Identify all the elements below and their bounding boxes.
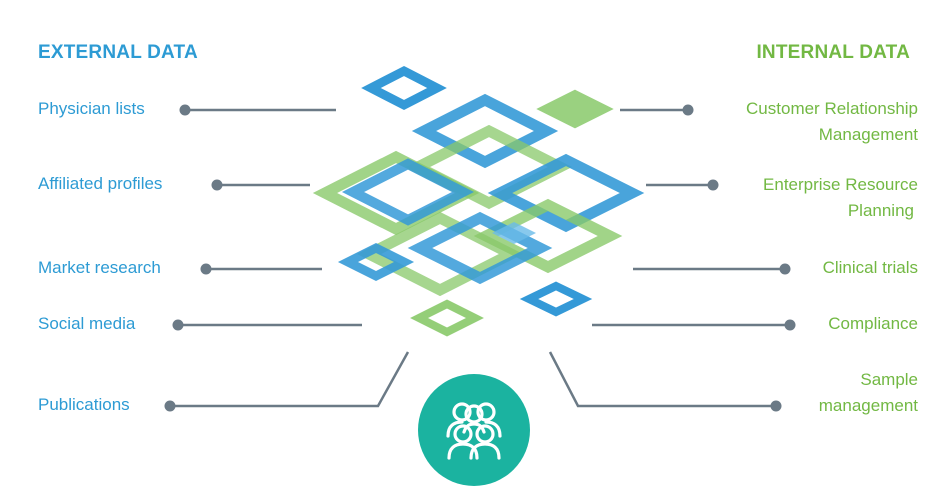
tile-green-solid xyxy=(536,89,614,129)
internal-item-erp-line2: Planning xyxy=(847,201,914,220)
tile-blue xyxy=(341,158,475,226)
tile-blue xyxy=(519,281,593,317)
connector-dot xyxy=(211,179,223,191)
internal-item-sample-line1: Sample xyxy=(860,370,918,389)
external-data-heading: EXTERNAL DATA xyxy=(38,42,198,63)
team-badge xyxy=(418,374,530,486)
connector-dot xyxy=(164,400,176,412)
connector-dot xyxy=(179,104,191,116)
tile-blue xyxy=(337,242,415,282)
internal-item-crm-line1: Customer Relationship xyxy=(746,99,918,118)
connector-dot xyxy=(682,104,694,116)
team-people-icon xyxy=(446,402,502,460)
internal-item-erp: Enterprise Resource Planning xyxy=(763,172,918,224)
tile-green xyxy=(405,124,573,210)
connector-dot xyxy=(172,319,184,331)
tile-blue xyxy=(487,153,645,233)
connector-sample-management xyxy=(548,351,776,408)
internal-item-crm: Customer Relationship Management xyxy=(746,96,918,148)
internal-data-heading: INTERNAL DATA xyxy=(756,42,910,63)
external-item-physician-lists: Physician lists xyxy=(38,99,145,118)
external-connectors xyxy=(164,104,410,412)
internal-item-clinical-trials: Clinical trials xyxy=(822,258,918,277)
connector-dot xyxy=(200,263,212,275)
connector-dot xyxy=(707,179,719,191)
tile-blue xyxy=(361,65,447,111)
external-item-market-research: Market research xyxy=(38,258,161,277)
internal-item-sample-line2: management xyxy=(818,396,918,415)
data-tiles-cluster xyxy=(312,65,645,337)
connector-dot xyxy=(784,319,796,331)
external-item-publications: Publications xyxy=(38,395,130,414)
tile-blue xyxy=(411,93,559,169)
internal-item-erp-line1: Enterprise Resource xyxy=(763,175,918,194)
connector-publications xyxy=(170,351,410,408)
internal-item-crm-line2: Management xyxy=(818,125,918,144)
connector-dot xyxy=(770,400,782,412)
connector-dot xyxy=(779,263,791,275)
internal-connectors xyxy=(548,104,796,412)
tile-green xyxy=(410,299,484,337)
internal-item-sample-management: Sample management xyxy=(819,367,918,419)
external-item-affiliated-profiles: Affiliated profiles xyxy=(38,174,163,193)
external-item-social-media: Social media xyxy=(38,314,136,333)
tile-green xyxy=(356,211,524,297)
internal-item-compliance: Compliance xyxy=(828,314,918,333)
tile-blue-solid xyxy=(492,222,536,244)
